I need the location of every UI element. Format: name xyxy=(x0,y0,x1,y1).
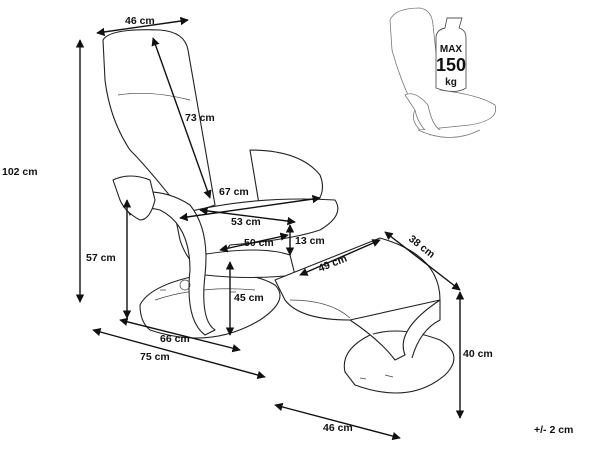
footstool-base-label: 46 cm xyxy=(323,422,353,434)
weight-icon xyxy=(435,17,467,92)
tolerance-note: +/- 2 cm xyxy=(534,424,573,436)
backrest-height-label: 73 cm xyxy=(185,112,215,124)
backrest-width-label: 46 cm xyxy=(125,15,155,27)
armrest-height-label: 57 cm xyxy=(86,252,116,264)
seat-height-label: 45 cm xyxy=(234,292,264,304)
seat-diagonal-label: 67 cm xyxy=(219,186,249,198)
max-label: MAX xyxy=(440,44,463,55)
total-depth-label: 75 cm xyxy=(140,351,170,363)
dimension-lines xyxy=(75,16,465,441)
base-depth-label: 66 cm xyxy=(160,333,190,345)
max-weight-value: 150 xyxy=(436,55,466,75)
seat-depth-label: 53 cm xyxy=(231,216,261,228)
footstool-height-label: 40 cm xyxy=(463,348,493,360)
max-weight-unit: kg xyxy=(445,77,457,88)
total-height-label: 102 cm xyxy=(2,166,38,178)
seat-thickness-label: 13 cm xyxy=(295,235,325,247)
footstool-drawing xyxy=(274,237,455,394)
seat-width-label: 50 cm xyxy=(244,237,274,249)
max-load-inset: MAX 150 kg xyxy=(389,7,497,138)
